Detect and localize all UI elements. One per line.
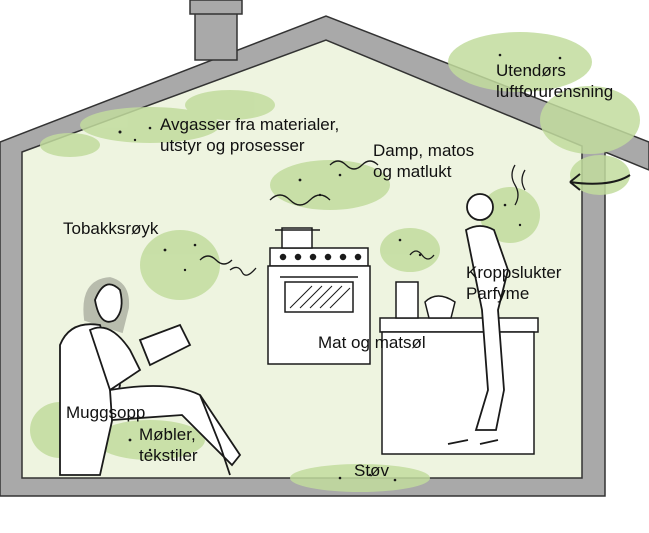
- label-outdoor-pollution: Utendørs luftforurensning: [496, 60, 613, 102]
- label-tobacco-smoke: Tobakksrøyk: [63, 218, 158, 239]
- label-mould: Muggsopp: [66, 402, 145, 423]
- label-cooking-steam: Damp, matos og matlukt: [373, 140, 474, 182]
- label-body-odour: Kroppslukter Parfyme: [466, 262, 561, 304]
- label-furniture-textiles: Møbler, tekstiler: [139, 424, 198, 466]
- label-food-spills: Mat og matsøl: [318, 332, 426, 353]
- label-dust: Støv: [354, 460, 389, 481]
- label-material-emissions: Avgasser fra materialer, utstyr og prose…: [160, 114, 339, 156]
